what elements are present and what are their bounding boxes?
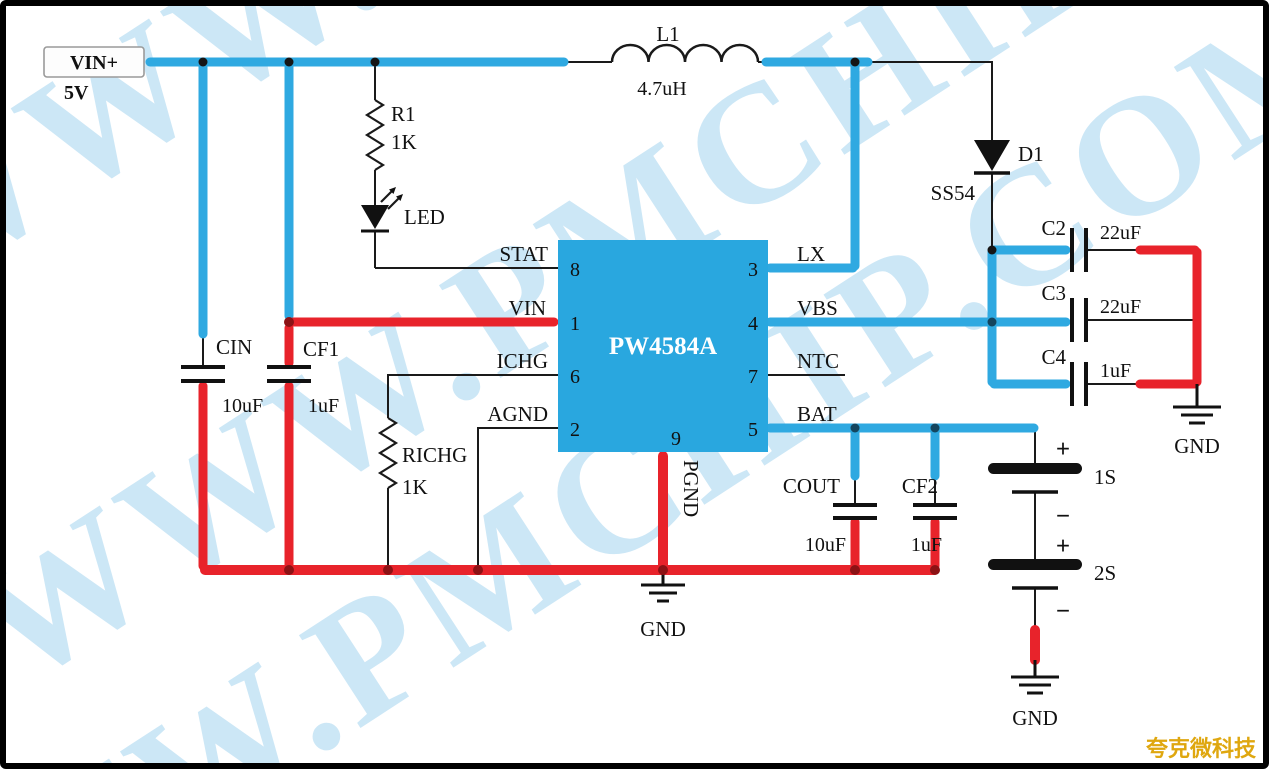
capacitor-c2: C2 22uF [1041,216,1141,272]
label-vbs: VBS [797,296,838,320]
vin-voltage: 5V [64,82,89,104]
cout-ref: COUT [783,474,840,498]
label-ntc: NTC [797,349,839,373]
c3-value: 22uF [1100,296,1141,318]
resistor-richg: RICHG 1K [377,417,467,499]
ic-pin3-num: 3 [748,259,758,281]
label-agnd: AGND [487,402,548,426]
ic-pw4584a: PW4584A 8 1 6 2 3 4 7 5 9 [558,240,768,452]
ic-part-number: PW4584A [609,333,717,360]
battery1-plus: + [1056,436,1070,463]
richg-value: 1K [402,475,428,499]
battery2-plus: + [1056,533,1070,560]
led-arrow-icon [389,187,396,194]
battery2-ref: 2S [1094,561,1116,585]
ground-right: GND [1173,384,1221,458]
ground-center: GND [640,570,686,641]
cout-value: 10uF [805,534,846,556]
ground-battery: GND [1011,660,1059,730]
label-vin: VIN [509,296,546,320]
cf1-value: 1uF [308,395,339,417]
led-label: LED [404,205,445,229]
label-lx: LX [797,242,825,266]
richg-ref: RICHG [402,443,467,467]
battery1-ref: 1S [1094,465,1116,489]
c3-ref: C3 [1041,281,1066,305]
ic-pin7-num: 7 [748,366,758,388]
cin-ref: CIN [216,335,252,359]
vin-label-box [43,46,145,78]
label-stat: STAT [500,242,549,266]
gnd-center-label: GND [640,617,686,641]
l1-value: 4.7uH [637,78,686,100]
gnd-battery-label: GND [1012,706,1058,730]
cf1-ref: CF1 [303,337,339,361]
pin-labels: STAT VIN ICHG AGND LX VBS NTC BAT PGND [487,242,839,517]
cf2-value: 1uF [911,534,942,556]
c2-ref: C2 [1041,216,1066,240]
gnd-right-label: GND [1174,434,1220,458]
battery2-minus: − [1056,598,1070,625]
battery-stack: + 1S − + 2S − [988,436,1116,625]
l1-ref: L1 [656,22,679,46]
ic-pin9-num: 9 [671,428,681,450]
battery1-minus: − [1056,503,1070,530]
c4-ref: C4 [1041,345,1066,369]
ic-pin8-num: 8 [570,259,580,281]
r1-value: 1K [391,130,417,154]
capacitor-c4: C4 1uF [1041,345,1131,406]
diode-d1: D1 SS54 [931,140,1044,205]
diode-symbol [974,140,1010,171]
junction-dots [198,57,997,575]
capacitor-cin: CIN 10uF [181,335,263,417]
vin-label: VIN+ [70,52,118,74]
capacitor-cf1: CF1 1uF [267,337,339,417]
resistor-r1: R1 1K [364,99,417,171]
ic-pin1-num: 1 [570,313,580,335]
ic-body [558,240,768,452]
vin-input-terminal: VIN+ 5V [43,46,145,104]
label-bat: BAT [797,402,837,426]
ic-pin4-num: 4 [748,313,758,335]
trace-highlight-red [198,245,1202,665]
c2-value: 22uF [1100,222,1141,244]
inductor-l1: L1 4.7uH [610,22,760,100]
led-indicator: LED [361,187,445,233]
cin-value: 10uF [222,395,263,417]
ic-pin5-num: 5 [748,419,758,441]
r1-ref: R1 [391,102,416,126]
capacitor-c3: C3 22uF [1041,281,1141,342]
cf2-ref: CF2 [902,474,938,498]
vendor-brand-text: 夸克微科技 [1146,736,1257,762]
capacitor-cf2: CF2 1uF [902,474,957,556]
battery2-plate [988,559,1082,570]
d1-value: SS54 [931,181,976,205]
ic-pin2-num: 2 [570,419,580,441]
label-pgnd: PGND [679,460,703,517]
capacitor-cout: COUT 10uF [783,474,877,556]
ic-pin6-num: 6 [570,366,580,388]
c4-value: 1uF [1100,360,1131,382]
battery1-plate [988,463,1082,474]
led-arrow-icon [396,194,403,201]
label-ichg: ICHG [497,349,548,373]
led-symbol [361,205,389,229]
d1-ref: D1 [1018,142,1044,166]
